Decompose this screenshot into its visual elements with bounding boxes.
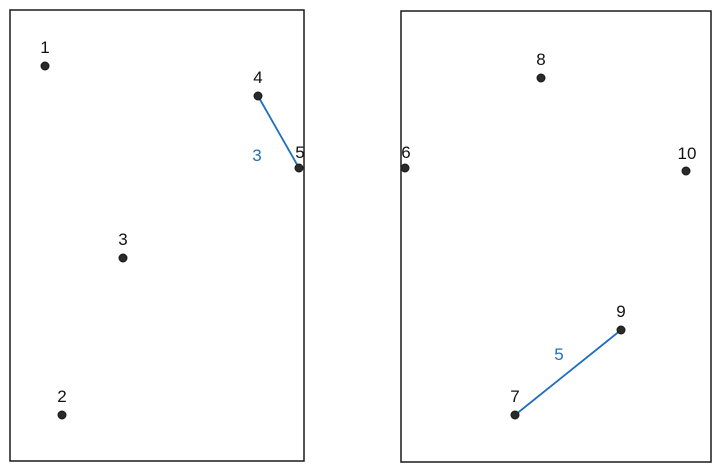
left-panel-frame [9,9,305,462]
node-label-6: 6 [401,143,410,162]
node-label-8: 8 [536,50,545,69]
edge-4-5 [257,95,300,169]
node-label-1: 1 [40,38,49,57]
node-label-2: 2 [57,387,66,406]
node-9 [616,325,626,335]
node-label-9: 9 [616,302,625,321]
node-label-7: 7 [510,387,519,406]
right-panel-frame [400,10,712,463]
node-5 [294,163,304,173]
node-1 [40,61,50,71]
node-10 [681,166,691,176]
node-8 [536,73,546,83]
node-label-3: 3 [118,230,127,249]
node-2 [57,410,67,420]
node-label-5: 5 [295,143,304,162]
edge-weight-label: 5 [554,345,563,364]
node-7 [510,410,520,420]
node-3 [118,253,128,263]
edge-7-9 [514,329,622,416]
node-4 [253,91,263,101]
node-label-4: 4 [253,68,262,87]
node-6 [400,163,410,173]
node-label-10: 10 [678,144,697,163]
edge-weight-label: 3 [252,146,261,165]
